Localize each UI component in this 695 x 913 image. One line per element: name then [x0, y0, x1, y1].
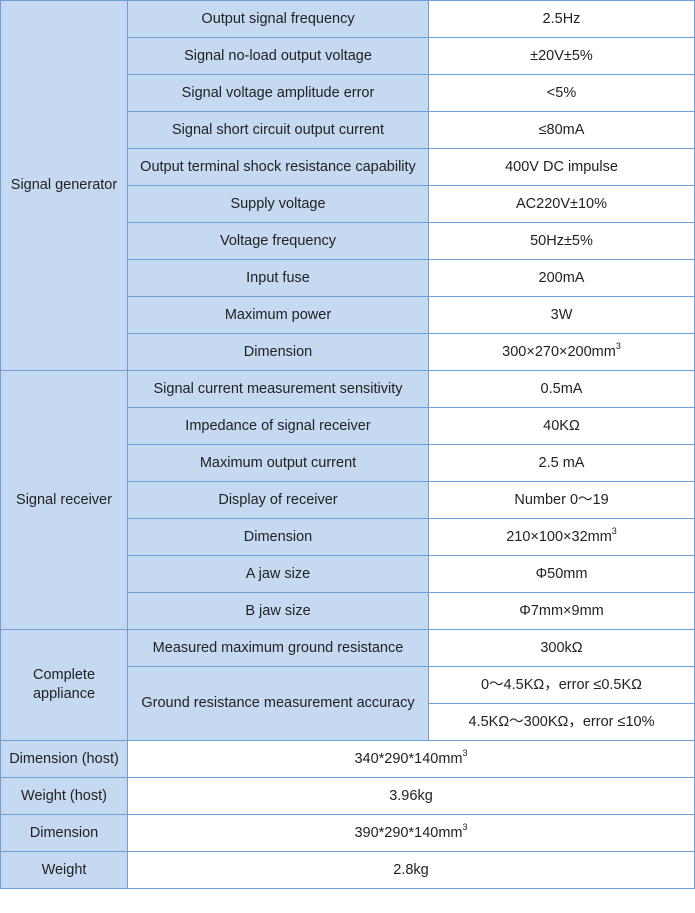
table-row: Display of receiver Number 0～19 — [1, 481, 695, 519]
spec-label: Measured maximum ground resistance — [127, 629, 429, 667]
spec-value: 50Hz±5% — [428, 222, 695, 260]
table-row: Dimension 390*290*140mm3 — [0, 814, 695, 852]
superscript: 3 — [611, 525, 617, 536]
spec-label: Weight (host) — [0, 777, 128, 815]
superscript: 3 — [615, 340, 621, 351]
spec-label: Dimension — [127, 333, 429, 371]
table-row: Dimension 210×100×32mm3 — [1, 518, 695, 556]
spec-label: Impedance of signal receiver — [127, 407, 429, 445]
spec-value: 210×100×32mm3 — [428, 518, 695, 556]
table-row: Maximum output current 2.5 mA — [1, 444, 695, 482]
table-row: B jaw size Φ7mm×9mm — [1, 592, 695, 630]
table-row: Signal generator Output signal frequency… — [0, 0, 695, 371]
table-row: Weight (host) 3.96kg — [0, 777, 695, 815]
spec-value: 0～4.5KΩ，error ≤0.5KΩ — [428, 666, 695, 704]
spec-value: ±20V±5% — [428, 37, 695, 75]
spec-label: Dimension — [0, 814, 128, 852]
spec-label: B jaw size — [127, 592, 429, 630]
spec-label: Output signal frequency — [127, 0, 429, 38]
spec-value: 300×270×200mm3 — [428, 333, 695, 371]
table-row: Signal receiver Signal current measureme… — [0, 370, 695, 630]
spec-value-text: 300×270×200mm — [502, 343, 616, 360]
table-row: Signal short circuit output current ≤80m… — [1, 111, 695, 149]
spec-value: Number 0～19 — [428, 481, 695, 519]
table-row: Signal no-load output voltage ±20V±5% — [1, 37, 695, 75]
spec-label: Ground resistance measurement accuracy — [127, 666, 429, 741]
spec-value-text: 340*290*140mm — [354, 750, 463, 767]
group-label-complete-appliance: Complete appliance — [0, 629, 128, 741]
table-row: Impedance of signal receiver 40KΩ — [1, 407, 695, 445]
superscript: 3 — [462, 821, 468, 832]
table-row: Weight 2.8kg — [0, 851, 695, 889]
spec-value: 3.96kg — [127, 777, 695, 815]
spec-value: 300kΩ — [428, 629, 695, 667]
spec-label: Maximum output current — [127, 444, 429, 482]
spec-label: Input fuse — [127, 259, 429, 297]
spec-label: Maximum power — [127, 296, 429, 334]
table-row: Voltage frequency 50Hz±5% — [1, 222, 695, 260]
table-row: Complete appliance Measured maximum grou… — [0, 629, 695, 741]
table-row: Maximum power 3W — [1, 296, 695, 334]
table-row: Output terminal shock resistance capabil… — [1, 148, 695, 186]
specification-table: Signal generator Output signal frequency… — [0, 0, 695, 889]
spec-label: Dimension (host) — [0, 740, 128, 778]
group-label-signal-generator: Signal generator — [0, 0, 128, 371]
spec-value: Φ50mm — [428, 555, 695, 593]
table-row: 4.5KΩ～300KΩ，error ≤10% — [1, 703, 695, 741]
spec-value-text: 390*290*140mm — [354, 824, 463, 841]
spec-value: 4.5KΩ～300KΩ，error ≤10% — [428, 703, 695, 741]
spec-value: ≤80mA — [428, 111, 695, 149]
spec-value: 40KΩ — [428, 407, 695, 445]
spec-value: 340*290*140mm3 — [127, 740, 695, 778]
spec-value: 0.5mA — [428, 370, 695, 408]
spec-value: AC220V±10% — [428, 185, 695, 223]
table-row: Ground resistance measurement accuracy 0… — [1, 666, 695, 741]
superscript: 3 — [462, 747, 468, 758]
spec-label: A jaw size — [127, 555, 429, 593]
spec-value: 200mA — [428, 259, 695, 297]
spec-label: Voltage frequency — [127, 222, 429, 260]
spec-label: Signal no-load output voltage — [127, 37, 429, 75]
spec-label: Supply voltage — [127, 185, 429, 223]
spec-label: Dimension — [127, 518, 429, 556]
table-row: Input fuse 200mA — [1, 259, 695, 297]
table-row: Dimension (host) 340*290*140mm3 — [0, 740, 695, 778]
group-label-signal-receiver: Signal receiver — [0, 370, 128, 630]
spec-value: <5% — [428, 74, 695, 112]
spec-label: Signal current measurement sensitivity — [127, 370, 429, 408]
table-row: Supply voltage AC220V±10% — [1, 185, 695, 223]
spec-value: 3W — [428, 296, 695, 334]
spec-value: 400V DC impulse — [428, 148, 695, 186]
spec-value: 2.5 mA — [428, 444, 695, 482]
spec-value: 390*290*140mm3 — [127, 814, 695, 852]
spec-label: Signal voltage amplitude error — [127, 74, 429, 112]
spec-value: 2.5Hz — [428, 0, 695, 38]
spec-label: Signal short circuit output current — [127, 111, 429, 149]
table-row: A jaw size Φ50mm — [1, 555, 695, 593]
spec-label: Output terminal shock resistance capabil… — [127, 148, 429, 186]
spec-label: Display of receiver — [127, 481, 429, 519]
spec-value: 2.8kg — [127, 851, 695, 889]
spec-label: Weight — [0, 851, 128, 889]
spec-value-text: 210×100×32mm — [506, 528, 612, 545]
spec-value: Φ7mm×9mm — [428, 592, 695, 630]
